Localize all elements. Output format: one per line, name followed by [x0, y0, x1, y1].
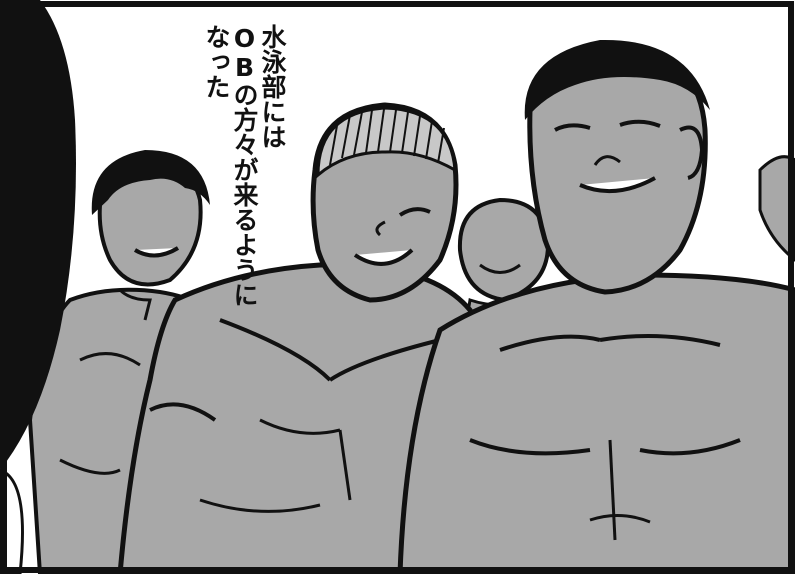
figure-right-front	[397, 39, 795, 574]
caption-line-3: なった	[202, 24, 231, 99]
figure-center-buzzcut	[117, 102, 495, 574]
foreground-hair	[0, 0, 76, 470]
caption-text: 水泳部には OBの方々が来るように なった	[202, 24, 287, 344]
caption-line-2: OBの方々が来るように	[230, 24, 259, 307]
caption-line-1: 水泳部には	[258, 24, 287, 149]
figure-far-right	[758, 155, 795, 262]
